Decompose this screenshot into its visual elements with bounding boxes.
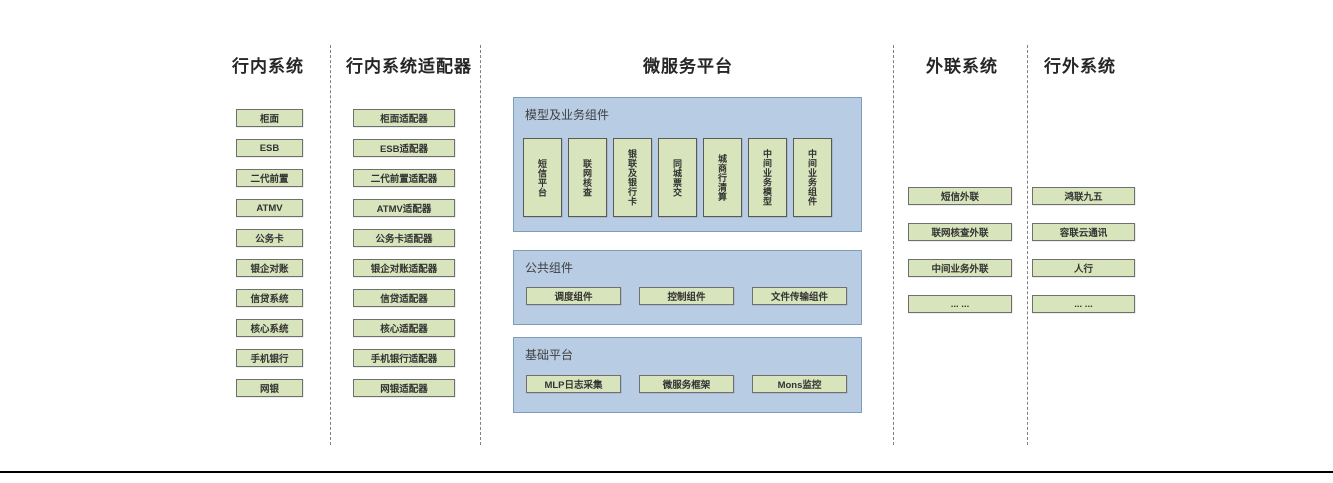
internal-system-box: 信贷系统 <box>236 289 303 307</box>
external-system-box: ... ... <box>1032 295 1135 313</box>
business-component-box: 城商行清算 <box>703 138 742 217</box>
internal-adapter-box: 柜面适配器 <box>353 109 455 127</box>
outbound-system-box: 联网核查外联 <box>908 223 1012 241</box>
panel-title: 模型及业务组件 <box>525 108 610 122</box>
external-system-box: 人行 <box>1032 259 1135 277</box>
internal-system-box: ESB <box>236 139 303 157</box>
internal-adapter-box: 银企对账适配器 <box>353 259 455 277</box>
panel-base-platform: 基础平台 MLP日志采集微服务框架 Mons监控 <box>513 337 862 413</box>
model-business-components-list: 短信平台联网核查银联及银行卡同城票交城商行清算中间业务模型中间业务组件 <box>523 138 832 217</box>
internal-system-box: 二代前置 <box>236 169 303 187</box>
business-component-box: 联网核查 <box>568 138 607 217</box>
internal-adapter-box: 核心适配器 <box>353 319 455 337</box>
column-header-outbound-systems: 外联系统 <box>926 57 998 76</box>
external-systems-list: 鸿联九五容联云通讯人行 ... ... <box>1032 187 1135 313</box>
panel-title: 公共组件 <box>525 261 574 275</box>
external-system-box: 容联云通讯 <box>1032 223 1135 241</box>
column-header-internal-systems: 行内系统 <box>232 57 304 76</box>
common-component-box: 文件传输组件 <box>752 287 847 305</box>
panel-model-business-components: 模型及业务组件 短信平台联网核查银联及银行卡同城票交城商行清算中间业务模型中间业… <box>513 97 862 232</box>
internal-system-box: 手机银行 <box>236 349 303 367</box>
common-component-box: 调度组件 <box>526 287 621 305</box>
internal-adapter-box: 二代前置适配器 <box>353 169 455 187</box>
internal-adapter-box: 网银适配器 <box>353 379 455 397</box>
internal-system-box: 柜面 <box>236 109 303 127</box>
dashed-separator <box>480 45 481 445</box>
internal-system-box: 公务卡 <box>236 229 303 247</box>
outbound-system-box: 中间业务外联 <box>908 259 1012 277</box>
business-component-box: 短信平台 <box>523 138 562 217</box>
outbound-system-box: 短信外联 <box>908 187 1012 205</box>
column-header-external-systems: 行外系统 <box>1044 57 1116 76</box>
bottom-rule <box>0 471 1333 473</box>
common-component-box: 控制组件 <box>639 287 734 305</box>
common-components-list: 调度组件控制组件文件传输组件 <box>526 287 847 305</box>
internal-adapter-box: ESB适配器 <box>353 139 455 157</box>
internal-adapters-list: 柜面适配器 ESB适配器二代前置适配器 ATMV适配器公务卡适配器银企对账适配器信贷… <box>353 109 455 397</box>
panel-common-components: 公共组件 调度组件控制组件文件传输组件 <box>513 250 862 325</box>
external-system-box: 鸿联九五 <box>1032 187 1135 205</box>
business-component-box: 中间业务模型 <box>748 138 787 217</box>
internal-adapter-box: 公务卡适配器 <box>353 229 455 247</box>
outbound-systems-list: 短信外联联网核查外联中间业务外联 ... ... <box>908 187 1012 313</box>
dashed-separator <box>893 45 894 445</box>
internal-adapter-box: 手机银行适配器 <box>353 349 455 367</box>
internal-adapter-box: ATMV适配器 <box>353 199 455 217</box>
base-platform-box: MLP日志采集 <box>526 375 621 393</box>
outbound-system-box: ... ... <box>908 295 1012 313</box>
base-platform-box: 微服务框架 <box>639 375 734 393</box>
business-component-box: 银联及银行卡 <box>613 138 652 217</box>
internal-system-box: ATMV <box>236 199 303 217</box>
panel-title: 基础平台 <box>525 348 574 362</box>
internal-system-box: 核心系统 <box>236 319 303 337</box>
business-component-box: 同城票交 <box>658 138 697 217</box>
internal-systems-list: 柜面 ESB 二代前置 ATMV 公务卡银企对账信贷系统核心系统手机银行网银 <box>236 109 303 397</box>
column-header-internal-adapters: 行内系统适配器 <box>346 57 472 76</box>
internal-system-box: 网银 <box>236 379 303 397</box>
column-header-microservice-platform: 微服务平台 <box>643 57 733 76</box>
business-component-box: 中间业务组件 <box>793 138 832 217</box>
dashed-separator <box>1027 45 1028 445</box>
dashed-separator <box>330 45 331 445</box>
base-platform-list: MLP日志采集微服务框架 Mons监控 <box>526 375 847 393</box>
internal-system-box: 银企对账 <box>236 259 303 277</box>
internal-adapter-box: 信贷适配器 <box>353 289 455 307</box>
base-platform-box: Mons监控 <box>752 375 847 393</box>
